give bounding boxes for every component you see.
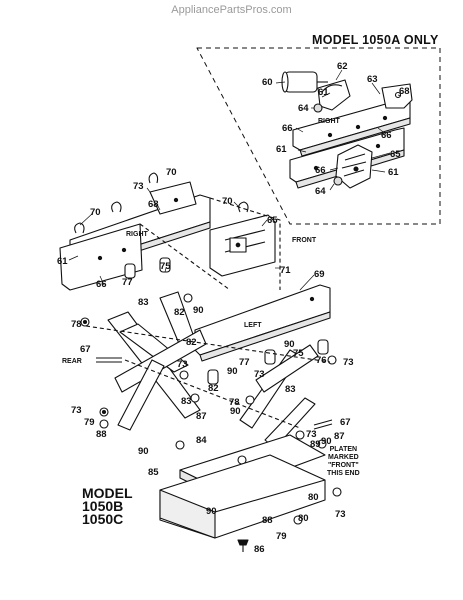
callout-82: 82 bbox=[186, 337, 197, 348]
callout-90: 90 bbox=[321, 436, 332, 447]
callout-73: 73 bbox=[306, 429, 317, 440]
direction-front: FRONT bbox=[292, 237, 317, 244]
direction-left: LEFT bbox=[244, 322, 262, 329]
callout-66: 66 bbox=[381, 130, 392, 141]
upper-frame bbox=[59, 172, 331, 362]
callout-89: 89 bbox=[310, 439, 321, 450]
direction-right-inset: RIGHT bbox=[318, 118, 340, 125]
callout-64: 64 bbox=[315, 186, 326, 197]
model-number-1050b: 1050B bbox=[82, 498, 124, 514]
callout-86: 86 bbox=[254, 544, 265, 555]
callout-67: 67 bbox=[340, 417, 351, 428]
callout-68: 68 bbox=[399, 86, 410, 97]
callout-73: 73 bbox=[254, 369, 265, 380]
callout-90: 90 bbox=[284, 339, 295, 350]
direction-right: RIGHT bbox=[126, 231, 148, 238]
callout-75: 75 bbox=[160, 261, 171, 272]
callout-83: 83 bbox=[138, 297, 149, 308]
callout-78: 78 bbox=[71, 319, 82, 330]
callout-69: 69 bbox=[314, 269, 325, 280]
inset-frame bbox=[196, 47, 441, 225]
callout-85: 85 bbox=[148, 467, 159, 478]
callout-64: 64 bbox=[298, 103, 309, 114]
callout-87: 87 bbox=[196, 411, 207, 422]
inset-title: MODEL 1050A ONLY bbox=[312, 33, 439, 47]
callout-73: 73 bbox=[177, 359, 188, 370]
callout-70: 70 bbox=[90, 207, 101, 218]
callout-84: 84 bbox=[196, 435, 207, 446]
callout-90: 90 bbox=[138, 446, 149, 457]
leader-lines bbox=[68, 69, 402, 291]
callout-90: 90 bbox=[230, 406, 241, 417]
callout-62: 62 bbox=[337, 61, 348, 72]
model-block: MODEL 1050B 1050C bbox=[82, 485, 133, 527]
callout-78: 78 bbox=[229, 397, 240, 408]
callout-61: 61 bbox=[57, 256, 68, 267]
direction-rear: REAR bbox=[62, 358, 82, 365]
callout-73: 73 bbox=[335, 509, 346, 520]
callout-63: 63 bbox=[367, 74, 378, 85]
callout-75: 75 bbox=[293, 348, 304, 359]
platen-note: PLATEN MARKED "FRONT" THIS END bbox=[327, 446, 360, 478]
callout-65: 65 bbox=[267, 215, 278, 226]
callout-61: 61 bbox=[318, 87, 329, 98]
callout-67: 67 bbox=[80, 344, 91, 355]
platen-note-line: THIS END bbox=[327, 470, 360, 477]
callout-60: 60 bbox=[262, 77, 273, 88]
callout-90: 90 bbox=[227, 366, 238, 377]
callout-90: 90 bbox=[193, 305, 204, 316]
callout-79: 79 bbox=[84, 417, 95, 428]
callout-83: 83 bbox=[285, 384, 296, 395]
callout-90: 90 bbox=[206, 506, 217, 517]
callout-65: 65 bbox=[390, 149, 401, 160]
callout-73: 73 bbox=[343, 357, 354, 368]
callout-80: 80 bbox=[298, 513, 309, 524]
platen-note-line: "FRONT" bbox=[327, 462, 359, 469]
callout-66: 66 bbox=[315, 165, 326, 176]
callout-79: 79 bbox=[276, 531, 287, 542]
callout-70: 70 bbox=[166, 167, 177, 178]
callout-76: 76 bbox=[316, 355, 327, 366]
callout-61: 61 bbox=[388, 167, 399, 178]
callout-77: 77 bbox=[239, 357, 250, 368]
callout-68: 68 bbox=[148, 199, 159, 210]
callout-82: 82 bbox=[174, 307, 185, 318]
callout-82: 82 bbox=[208, 383, 219, 394]
callout-70: 70 bbox=[222, 196, 233, 207]
inset-assembly bbox=[281, 71, 413, 189]
platen-note-line: PLATEN bbox=[329, 446, 358, 453]
callout-80: 80 bbox=[308, 492, 319, 503]
callout-87: 87 bbox=[334, 431, 345, 442]
callout-83: 83 bbox=[181, 396, 192, 407]
model-number-1050c: 1050C bbox=[82, 511, 124, 527]
callout-88: 88 bbox=[96, 429, 107, 440]
watermark: AppliancePartsPros.com bbox=[171, 4, 292, 16]
callout-73: 73 bbox=[133, 181, 144, 192]
model-label: MODEL bbox=[82, 485, 133, 501]
callout-66: 66 bbox=[96, 279, 107, 290]
platen-note-line: MARKED bbox=[327, 454, 359, 461]
callout-71: 71 bbox=[280, 265, 291, 276]
platen-assembly bbox=[159, 434, 326, 552]
callout-66: 66 bbox=[282, 123, 293, 134]
callout-73: 73 bbox=[71, 405, 82, 416]
callout-61: 61 bbox=[276, 144, 287, 155]
callout-77: 77 bbox=[122, 277, 133, 288]
callout-88: 88 bbox=[262, 515, 273, 526]
scissor-linkage bbox=[80, 257, 342, 525]
